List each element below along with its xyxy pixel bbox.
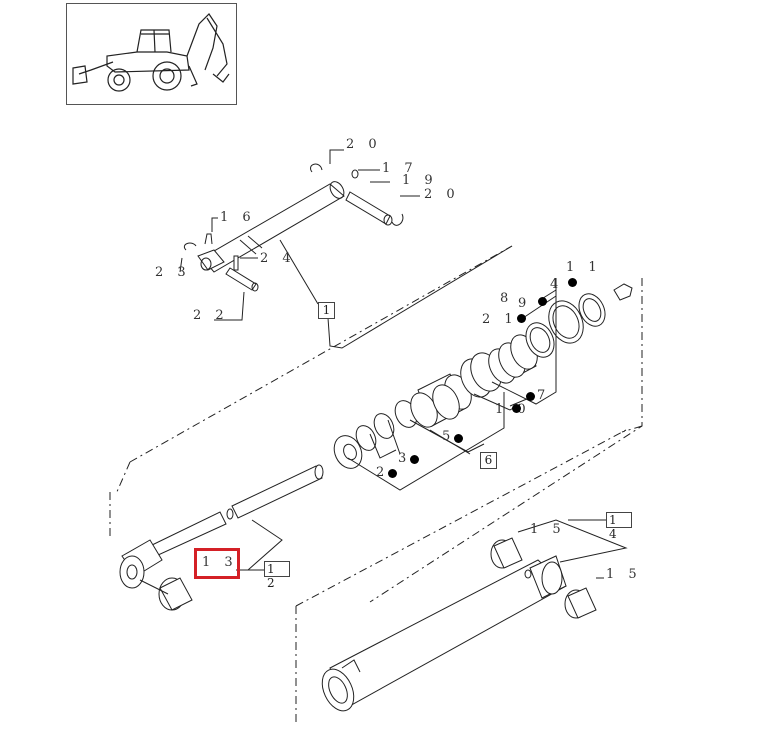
callout-20: 2 0 xyxy=(346,137,382,152)
callout-15a: 1 5 xyxy=(530,522,566,537)
callout-21: 2 1 xyxy=(482,312,518,327)
callout-22: 2 2 xyxy=(193,308,229,323)
kit-dot xyxy=(454,434,463,443)
box-callout-12: 1 2 xyxy=(264,561,290,590)
callout-5: 5 xyxy=(442,429,456,444)
piston-rod xyxy=(119,464,324,611)
kit-dot xyxy=(517,314,526,323)
kit-dot xyxy=(410,455,419,464)
callout-3: 3 xyxy=(398,451,412,466)
callout-2: 2 xyxy=(376,465,390,480)
backhoe-loader-icon xyxy=(72,13,230,92)
machine-thumbnail xyxy=(66,3,237,105)
callout-20b: 2 0 xyxy=(424,187,460,202)
kit-dot xyxy=(526,392,535,401)
callout-7: 7 xyxy=(537,388,551,403)
callout-8: 8 xyxy=(500,291,514,306)
box-callout-1: 1 xyxy=(318,302,335,319)
box-callout-14: 1 4 xyxy=(606,512,632,541)
callout-13: 1 3 xyxy=(202,555,238,570)
callout-24: 2 4 xyxy=(260,251,296,266)
callout-16: 1 6 xyxy=(220,210,256,225)
callout-9: 9 xyxy=(518,296,532,311)
kit-dot xyxy=(512,404,521,413)
cylinder-barrel xyxy=(321,537,597,712)
callout-11: 1 1 xyxy=(566,260,602,275)
kit-dot xyxy=(568,278,577,287)
kit-dot xyxy=(538,297,547,306)
callout-15b: 1 5 xyxy=(606,567,642,582)
highlight-callout-13 xyxy=(194,548,240,579)
callout-4: 4 xyxy=(550,277,564,292)
callout-19: 1 9 xyxy=(402,173,438,188)
callout-17: 1 7 xyxy=(382,161,418,176)
box-callout-6: 6 xyxy=(480,452,497,469)
assembled-cylinder xyxy=(183,163,404,292)
piston-seal-stack xyxy=(333,283,633,469)
kit-dot xyxy=(388,469,397,478)
exploded-frame xyxy=(109,245,643,722)
callout-23: 2 3 xyxy=(155,265,191,280)
